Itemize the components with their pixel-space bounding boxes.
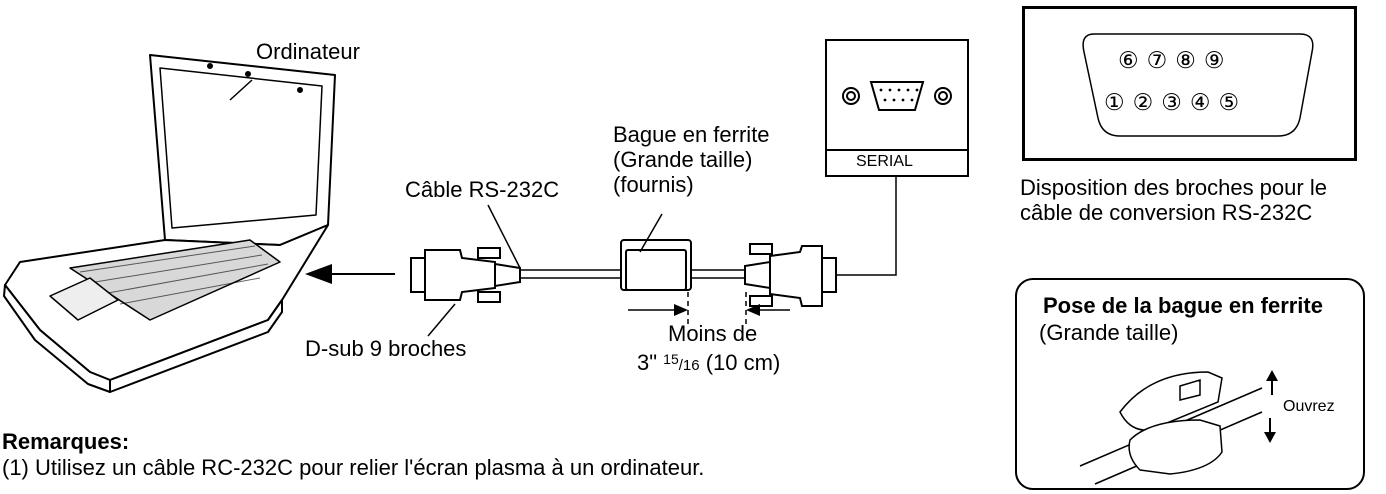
pin-connector-outline [1082,33,1314,137]
pin-row-top: ⑥⑦⑧⑨ [1118,47,1233,74]
computer-label: Ordinateur [256,39,360,64]
distance-label-line2: 3" 15/16 (10 cm) [637,350,781,375]
open-arrows [1264,370,1278,443]
pin-layout-box: ⑥⑦⑧⑨ ①②③④⑤ [1022,6,1357,161]
ferrite-install-box: Pose de la bague en ferrite (Grande tail… [1015,278,1365,490]
pin-2: ② [1132,89,1162,115]
pin-5: ⑤ [1218,89,1248,115]
keyboard-icon [79,245,269,305]
dsub-connector-right [744,243,837,307]
note-item: (1) Utilisez un câble RC-232C pour relie… [2,455,705,480]
pin-8: ⑧ [1175,47,1204,73]
ferrite-install-title: Pose de la bague en ferrite [1043,293,1323,318]
dsub-connector-left [410,247,521,303]
ferrite-core [620,239,692,291]
pin-3: ③ [1161,89,1190,115]
ferrite-install-illustration [1079,371,1263,485]
cable-label: Câble RS-232C [405,177,560,202]
distance-label-line1: Moins de [668,321,758,346]
dsub-label: D-sub 9 broches [305,336,467,361]
leader-lines [229,79,663,337]
pin-caption-line1: Disposition des broches pour le [1020,175,1327,200]
ferrite-label-line2: (Grande taille) [613,147,753,172]
rs232c-cable [520,269,745,279]
serial-port-pins [879,88,919,102]
ferrite-label-line1: Bague en ferrite [613,122,770,147]
serial-panel [825,39,969,177]
notes-heading: Remarques: [2,429,130,454]
distance-dimension [628,292,790,325]
pin-9: ⑨ [1203,47,1233,73]
ferrite-install-subtitle: (Grande taille) [1039,320,1179,345]
ferrite-label-line3: (fournis) [613,172,694,197]
pin-row-bottom: ①②③④⑤ [1104,89,1247,116]
open-label: Ouvrez [1283,398,1335,415]
pin-6: ⑥ [1118,47,1147,73]
pin-4: ④ [1189,89,1219,115]
pin-7: ⑦ [1146,47,1176,73]
pin-1: ① [1104,89,1133,115]
arrow-to-computer [305,264,395,284]
serial-port-label: SERIAL [856,153,913,170]
pin-caption-line2: câble de conversion RS-232C [1020,200,1313,225]
laptop-illustration [3,54,336,393]
